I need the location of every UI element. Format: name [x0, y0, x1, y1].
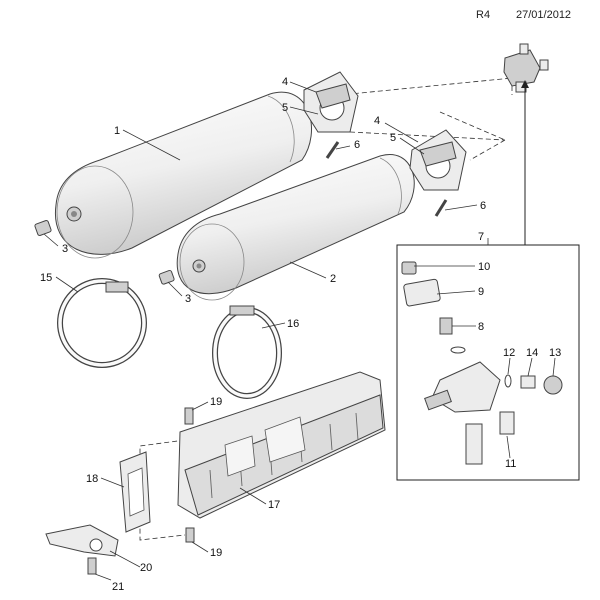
valve-solenoid-9 [403, 278, 441, 307]
callout-4-lower: 4 [374, 115, 380, 127]
valve-filter-14 [520, 375, 536, 389]
mounting-screw-lower [434, 199, 448, 217]
callout-6-lower: 6 [480, 200, 486, 212]
valve-washer-12 [504, 374, 512, 388]
tank-clamp-ring-16 [212, 305, 282, 399]
tank-support-frame [177, 371, 386, 519]
callout-16: 16 [287, 318, 299, 330]
callout-18: 18 [86, 473, 98, 485]
side-bracket [119, 451, 151, 533]
mounting-bracket-lower [409, 129, 467, 191]
valve-body [424, 361, 501, 413]
end-plug-tank2 [158, 269, 175, 285]
page-date: 27/01/2012 [516, 9, 572, 21]
leader-lines [43, 81, 556, 581]
callout-1: 1 [114, 125, 120, 137]
callout-21: 21 [112, 581, 124, 593]
callout-12: 12 [503, 347, 515, 359]
callout-5-upper: 5 [282, 102, 288, 114]
mounting-screw-upper [325, 141, 340, 159]
callout-13: 13 [549, 347, 561, 359]
page-ref: R4 [476, 9, 491, 21]
valve-fitting-lower [465, 423, 483, 465]
callout-19-lower: 19 [210, 547, 222, 559]
callout-20: 20 [140, 562, 152, 574]
valve-plug-13 [543, 375, 563, 395]
end-plug-tank1 [34, 220, 52, 236]
strap-bolt [87, 557, 97, 575]
bracket-strap [45, 524, 119, 557]
callout-9: 9 [478, 286, 484, 298]
callout-7: 7 [478, 231, 484, 243]
frame-bolt-upper [184, 407, 194, 425]
valve-cap-10 [401, 261, 417, 275]
frame-bolt-lower [185, 527, 195, 543]
tank-clamp-ring-15 [57, 278, 147, 368]
valve-assembly-mini [503, 43, 549, 93]
callout-4-upper: 4 [282, 76, 288, 88]
callout-3-tank2: 3 [185, 293, 191, 305]
valve-fitting-11 [499, 411, 515, 435]
gas-tank-small [176, 154, 415, 301]
valve-nut-8 [439, 317, 453, 335]
callout-14: 14 [526, 347, 538, 359]
callout-2: 2 [330, 273, 336, 285]
valve-oring [450, 346, 466, 354]
callout-11: 11 [505, 458, 516, 470]
callout-6-upper: 6 [354, 139, 360, 151]
callout-15: 15 [40, 272, 52, 284]
callout-3-tank1: 3 [62, 243, 68, 255]
callout-10: 10 [478, 261, 490, 273]
mounting-bracket-upper [303, 71, 359, 133]
callout-17: 17 [268, 499, 280, 511]
callout-19-upper: 19 [210, 396, 222, 408]
callout-8: 8 [478, 321, 484, 333]
valve-detail-box [396, 244, 580, 481]
callout-5-lower: 5 [390, 132, 396, 144]
